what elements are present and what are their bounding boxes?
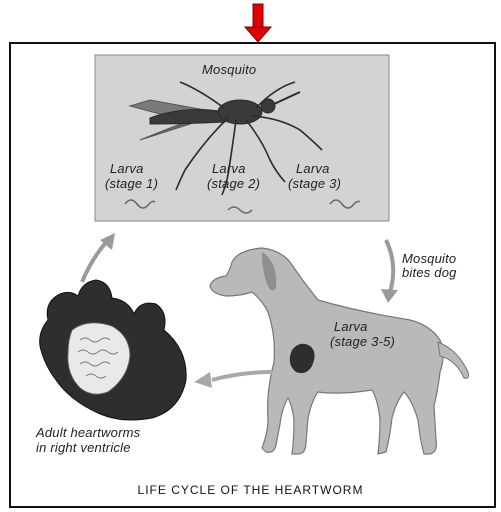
label-larva-stage2-line2: (stage 2) [207, 177, 260, 191]
heart-icon [40, 280, 186, 420]
label-mosquito-bites-line2: bites dog [402, 266, 457, 280]
label-larva-stage1-line2: (stage 1) [105, 177, 158, 191]
label-mosquito-bites-line1: Mosquito [402, 252, 456, 266]
cycle-arrow-up [82, 240, 108, 282]
label-mosquito: Mosquito [202, 63, 256, 77]
label-adult-heartworms-line1: Adult heartworms [36, 426, 140, 440]
label-larva-stage3-line2: (stage 3) [288, 177, 341, 191]
label-larva-stage2-line1: Larva [212, 162, 246, 176]
diagram-caption: LIFE CYCLE OF THE HEARTWORM [0, 483, 501, 497]
cycle-arrow-left [212, 372, 272, 380]
label-larva-stage3-5-line1: Larva [334, 320, 368, 334]
mosquito-panel [95, 55, 389, 221]
label-larva-stage1-line1: Larva [110, 162, 144, 176]
cycle-arrow-down [386, 240, 393, 292]
label-larva-stage3-line1: Larva [296, 162, 330, 176]
label-adult-heartworms-line2: in right ventricle [36, 441, 131, 455]
label-larva-stage3-5-line2: (stage 3-5) [330, 335, 395, 349]
